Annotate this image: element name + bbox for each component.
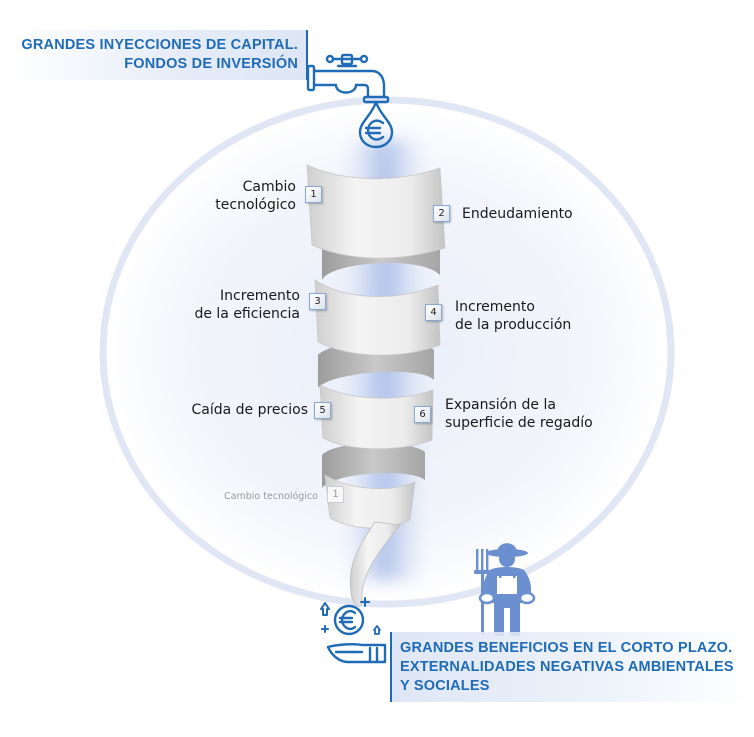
header-line-1: GRANDES INYECCIONES DE CAPITAL.	[21, 37, 298, 53]
step-4-badge: 4	[425, 304, 442, 321]
step-6-line-1: Expansión de la	[445, 397, 556, 413]
footer-line-3: Y SOCIALES	[400, 678, 490, 694]
step-3-label: Incremento de la eficiencia	[160, 287, 300, 323]
repeat-step-badge: 1	[327, 486, 344, 503]
hand-euro-coin-icon	[320, 597, 387, 664]
step-4-line-2: de la producción	[455, 317, 572, 333]
step-2-badge: 2	[433, 205, 450, 222]
spiral-ribbon	[306, 164, 446, 607]
step-2-line-1: Endeudamiento	[462, 206, 573, 222]
farmer-empty-pockets-icon	[474, 543, 536, 636]
step-3-line-1: Incremento	[220, 288, 300, 304]
step-3-line-2: de la eficiencia	[194, 306, 300, 322]
step-1-line-2: tecnológico	[215, 197, 296, 213]
step-3-badge: 3	[309, 293, 326, 310]
step-4-label: Incremento de la producción	[455, 298, 571, 334]
step-1-label: Cambio tecnológico	[212, 178, 296, 214]
step-5-badge: 5	[314, 402, 331, 419]
step-6-label: Expansión de la superficie de regadío	[445, 396, 593, 432]
footer-line-1: GRANDES BENEFICIOS EN EL CORTO PLAZO.	[400, 640, 733, 656]
repeat-step-label: Cambio tecnológico	[224, 491, 318, 502]
step-6-line-2: superficie de regadío	[445, 415, 593, 431]
step-1-line-1: Cambio	[242, 179, 296, 195]
step-5-label: Caída de precios	[150, 401, 308, 419]
header-banner: GRANDES INYECCIONES DE CAPITAL. FONDOS D…	[10, 30, 308, 80]
faucet-euro-drop-icon	[306, 53, 394, 149]
header-line-2: FONDOS DE INVERSIÓN	[124, 56, 298, 72]
step-4-line-1: Incremento	[455, 299, 535, 315]
step-5-line-1: Caída de precios	[191, 402, 308, 418]
step-1-badge: 1	[305, 186, 322, 203]
footer-banner: GRANDES BENEFICIOS EN EL CORTO PLAZO. EX…	[390, 632, 754, 702]
footer-line-2: EXTERNALIDADES NEGATIVAS AMBIENTALES	[400, 659, 734, 675]
step-6-badge: 6	[414, 406, 431, 423]
step-2-label: Endeudamiento	[462, 205, 573, 223]
